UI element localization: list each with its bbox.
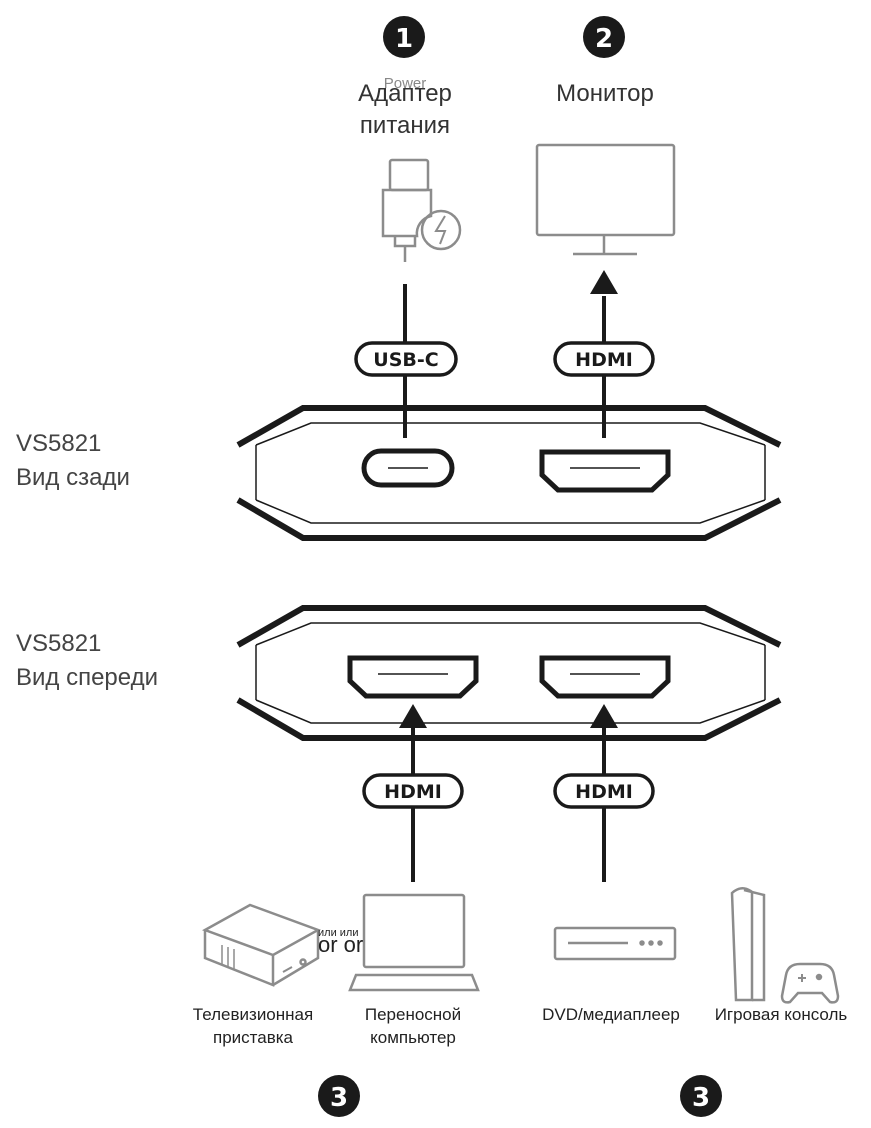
monitor-icon: [535, 143, 676, 256]
hdmi-in-pill-right: HDMI: [553, 773, 655, 809]
front-view-label: Вид спереди: [16, 664, 159, 691]
svg-text:1: 1: [395, 24, 413, 54]
front-device-body: [236, 605, 782, 741]
rear-device-body: [236, 405, 782, 541]
hdmi-in-arrow-right: [590, 704, 618, 728]
svg-text:USB-C: USB-C: [373, 349, 438, 371]
hdmi-out-pill: HDMI: [553, 341, 655, 377]
usb-c-pill: USB-C: [354, 341, 458, 377]
tv-box-label-2: приставка: [212, 1028, 293, 1047]
tv-box-icon: [202, 903, 321, 987]
svg-text:3: 3: [330, 1083, 348, 1113]
game-console-icon: [730, 887, 766, 1002]
usb-c-port: [361, 448, 455, 488]
or-label: or or: [318, 932, 364, 957]
rear-view-label: Вид сзади: [16, 464, 130, 491]
svg-text:HDMI: HDMI: [575, 781, 633, 803]
hdmi-out-port: [539, 449, 671, 493]
laptop-icon: [348, 893, 480, 992]
svg-text:HDMI: HDMI: [384, 781, 442, 803]
power-label-en: Power: [383, 75, 427, 92]
rear-model-label: VS5821: [16, 430, 102, 457]
dvd-player-icon: [553, 926, 677, 961]
laptop-label-1: Переносной: [364, 1005, 462, 1024]
svg-text:2: 2: [595, 24, 613, 54]
hdmi-in-pill-left: HDMI: [362, 773, 464, 809]
step-badge-power: 1: [383, 16, 425, 58]
svg-text:3: 3: [692, 1083, 710, 1113]
console-label: Игровая консоль: [714, 1005, 848, 1024]
power-adapter-icon: [381, 158, 462, 262]
step-badge-source-left: 3: [318, 1075, 360, 1117]
step-badge-source-right: 3: [680, 1075, 722, 1117]
power-label-line2: питания: [359, 112, 451, 139]
hdmi-in-arrow-left: [399, 704, 427, 728]
gamepad-icon: [780, 962, 840, 1004]
hdmi-in-port-left: [347, 655, 479, 699]
front-model-label: VS5821: [16, 630, 102, 657]
laptop-label-2: компьютер: [370, 1028, 456, 1047]
or-small-label: или или: [318, 927, 359, 939]
dvd-label: DVD/медиаплеер: [542, 1005, 680, 1024]
step-badge-monitor: 2: [583, 16, 625, 58]
svg-text:HDMI: HDMI: [575, 349, 633, 371]
tv-box-label-1: Телевизионная: [192, 1005, 314, 1024]
hdmi-in-port-right: [539, 655, 671, 699]
power-label: Адаптер: [358, 80, 452, 107]
hdmi-out-arrow: [590, 270, 618, 294]
monitor-label: Монитор: [556, 80, 654, 107]
